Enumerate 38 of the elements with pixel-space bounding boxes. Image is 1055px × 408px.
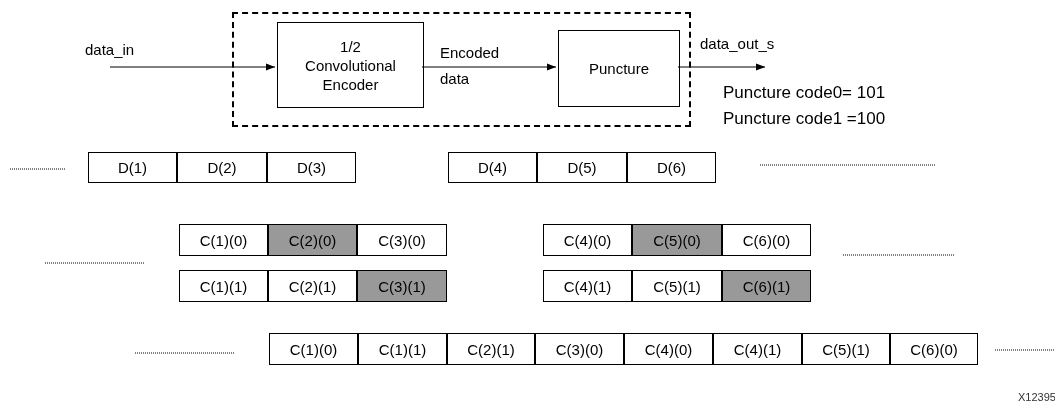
process-box: D(5) bbox=[537, 152, 627, 183]
arrow bbox=[109, 63, 276, 71]
process-box: C(3)(0) bbox=[357, 224, 447, 256]
process-box: C(6)(0) bbox=[722, 224, 811, 256]
process-box: C(1)(1) bbox=[358, 333, 447, 365]
shaded-cell: C(2)(0) bbox=[268, 224, 357, 256]
edge-label: data_out_s bbox=[700, 34, 776, 53]
shaded-cell: C(3)(1) bbox=[357, 270, 447, 302]
shaded-cell: C(6)(1) bbox=[722, 270, 811, 302]
process-box: C(4)(1) bbox=[543, 270, 632, 302]
process-box: C(6)(0) bbox=[890, 333, 978, 365]
process-box: C(1)(0) bbox=[269, 333, 358, 365]
shaded-cell: C(5)(0) bbox=[632, 224, 722, 256]
process-box: Puncture bbox=[558, 30, 680, 107]
process-box: D(3) bbox=[267, 152, 356, 183]
process-box: C(1)(1) bbox=[179, 270, 268, 302]
note-text: Puncture code1 =100 bbox=[723, 108, 886, 130]
edge-label: data_in bbox=[85, 40, 136, 59]
process-box: C(4)(1) bbox=[713, 333, 802, 365]
figure-id: X12395 bbox=[1018, 390, 1055, 405]
process-box: C(5)(1) bbox=[632, 270, 722, 302]
dashed-group-box bbox=[232, 12, 691, 127]
process-box: C(4)(0) bbox=[624, 333, 713, 365]
process-box: D(1) bbox=[88, 152, 177, 183]
process-box: C(1)(0) bbox=[179, 224, 268, 256]
edge-label: Encoded data bbox=[440, 43, 501, 89]
process-box: D(4) bbox=[448, 152, 537, 183]
process-box: C(5)(1) bbox=[802, 333, 890, 365]
process-box: C(2)(1) bbox=[447, 333, 535, 365]
arrow bbox=[677, 63, 766, 71]
note-text: Puncture code0= 101 bbox=[723, 82, 886, 104]
process-box: C(3)(0) bbox=[535, 333, 624, 365]
process-box: C(4)(0) bbox=[543, 224, 632, 256]
process-box: 1/2 Convolutional Encoder bbox=[277, 22, 424, 108]
arrow bbox=[421, 63, 557, 71]
process-box: D(6) bbox=[627, 152, 716, 183]
process-box: D(2) bbox=[177, 152, 267, 183]
process-box: C(2)(1) bbox=[268, 270, 357, 302]
